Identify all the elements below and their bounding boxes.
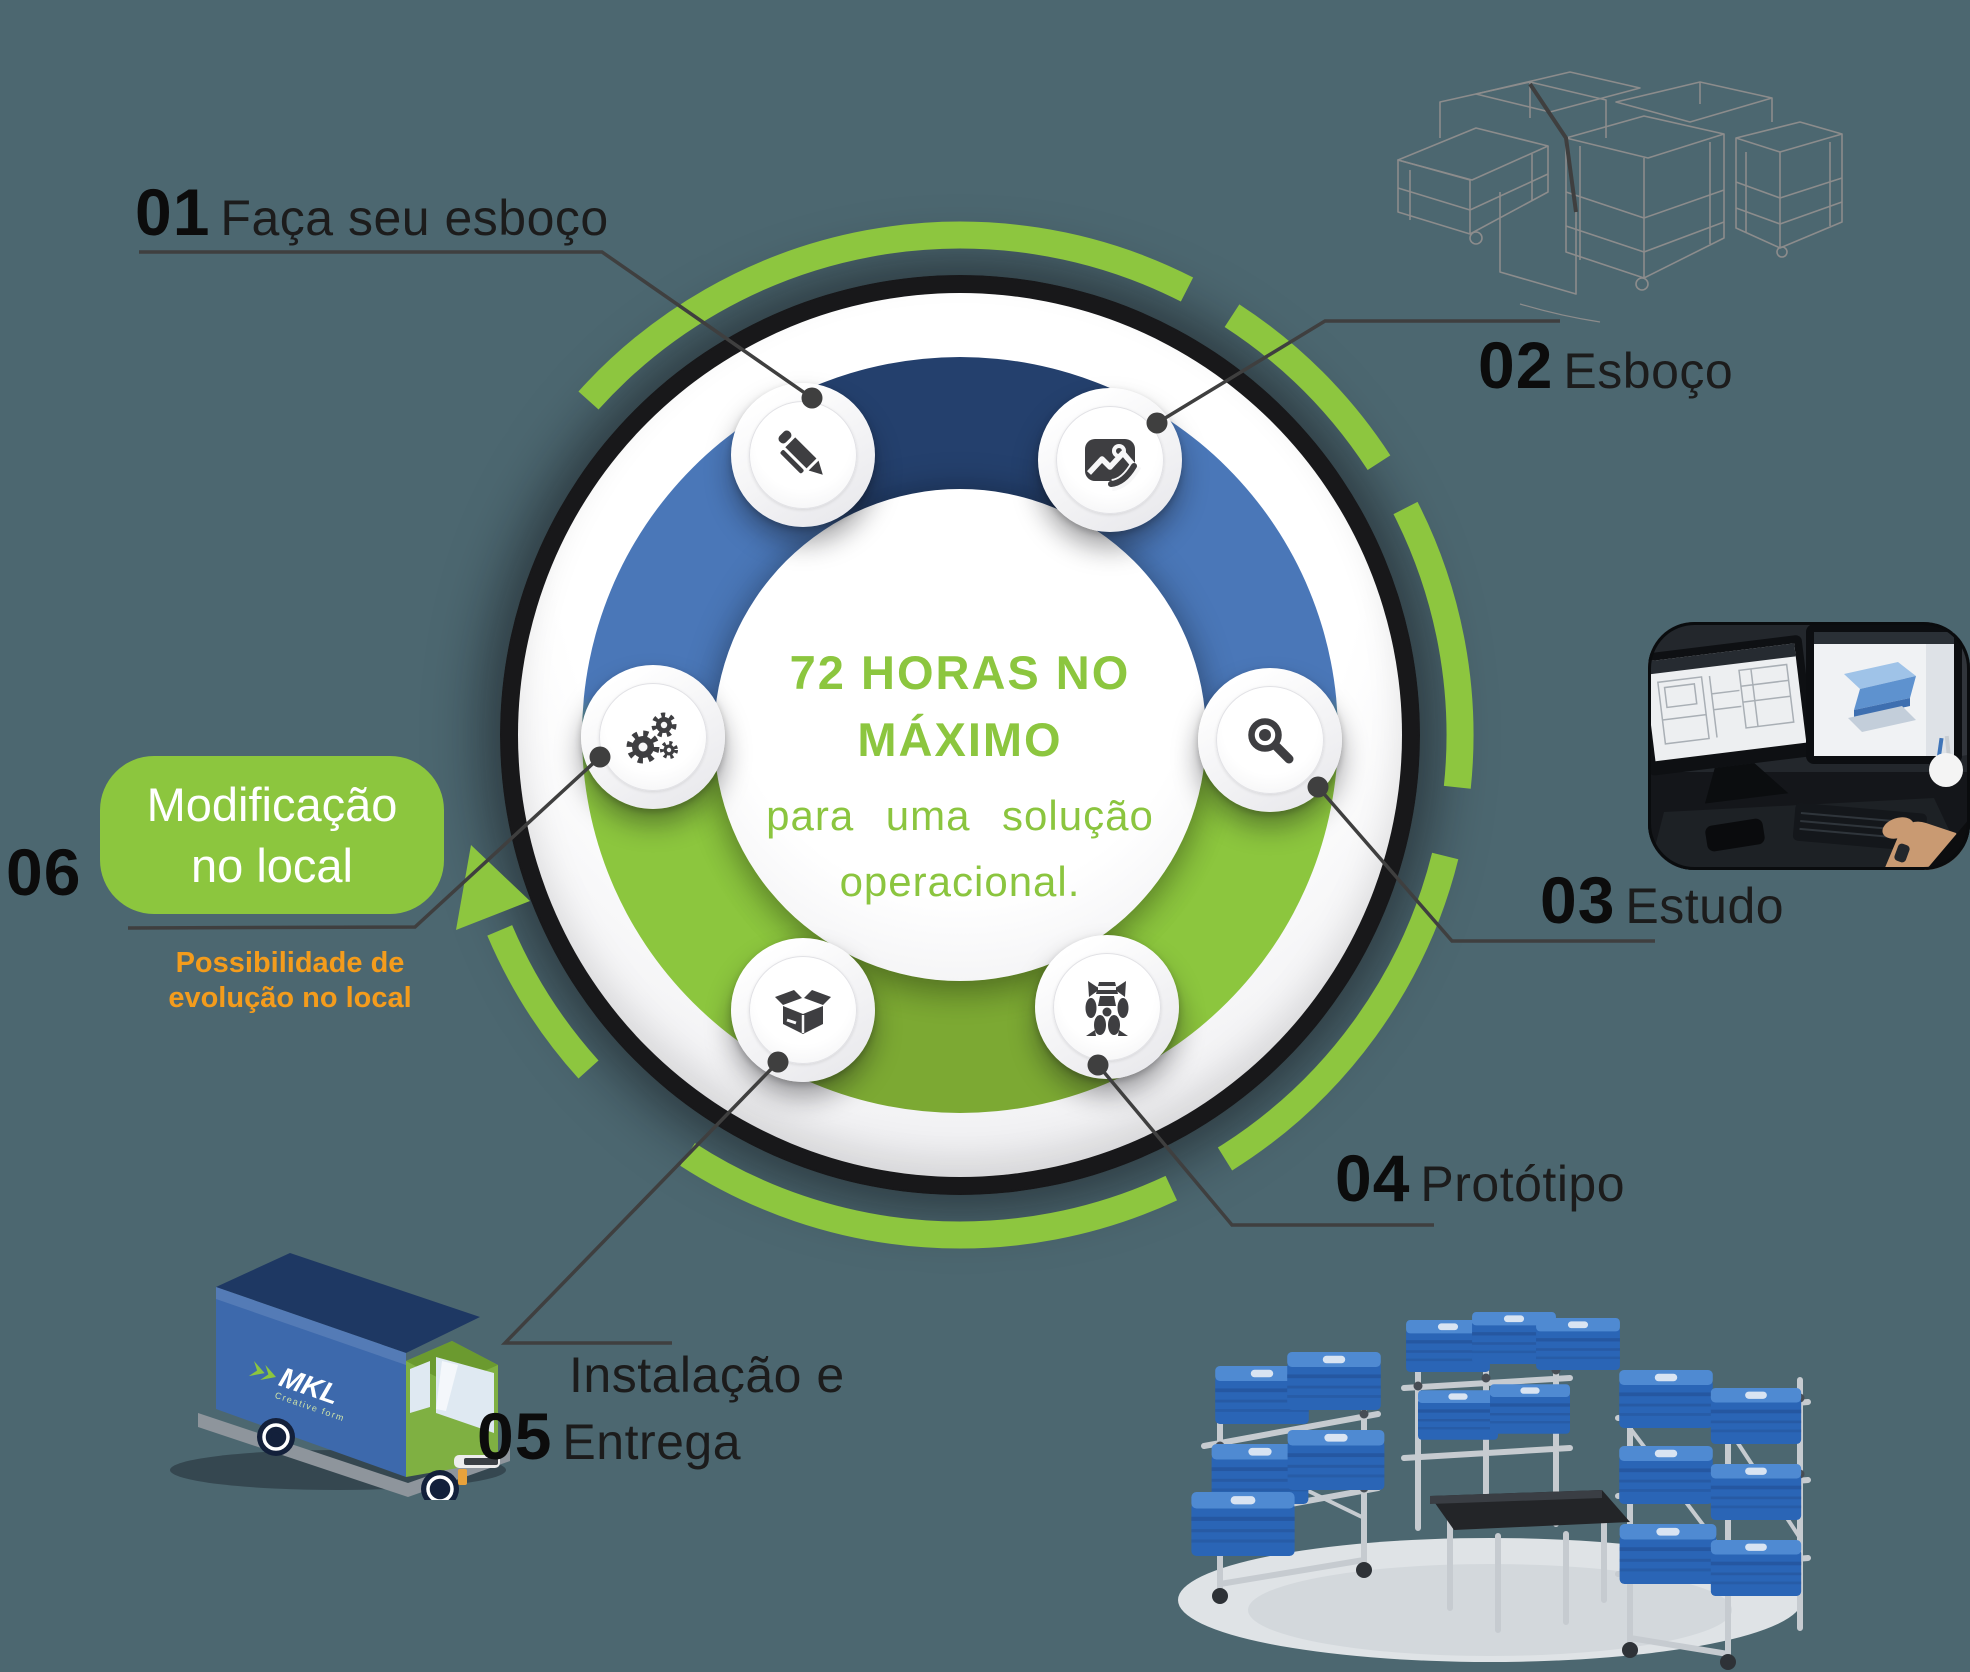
step-icon-magnifier bbox=[1198, 668, 1342, 812]
modification-badge: Modificação no local bbox=[100, 756, 444, 914]
sketch-wireframe-image bbox=[1380, 42, 1860, 342]
step-06-number: 06 bbox=[6, 835, 82, 909]
robot-icon bbox=[1085, 981, 1129, 1036]
cad-workstation-photo bbox=[1648, 622, 1970, 870]
evolution-note: Possibilidade de evolução no local bbox=[118, 946, 462, 1017]
step-text-line2: Entrega bbox=[562, 1414, 742, 1470]
image-icon bbox=[1085, 439, 1142, 491]
note-line1: Possibilidade de bbox=[175, 947, 405, 979]
step-number: 04 bbox=[1335, 1141, 1411, 1215]
step-text: Esboço bbox=[1563, 343, 1734, 399]
step-icon-image bbox=[1038, 388, 1182, 532]
step-text-line1: Instalação e bbox=[569, 1347, 845, 1403]
step-icon-pencil bbox=[731, 383, 875, 527]
box-icon bbox=[775, 990, 831, 1034]
pencil-icon bbox=[778, 430, 823, 475]
step-number: 02 bbox=[1478, 328, 1554, 402]
right-monitor bbox=[1806, 624, 1962, 764]
delivery-truck-illustration: MKL Creative form bbox=[158, 1165, 530, 1500]
step-04-label: 04 Protótipo bbox=[1335, 1140, 1625, 1216]
note-line2: evolução no local bbox=[168, 982, 412, 1015]
step-text: Protótipo bbox=[1420, 1156, 1626, 1212]
badge-line1: Modificação bbox=[146, 778, 398, 831]
center-heading-line1: 72 HORAS NO bbox=[789, 646, 1131, 699]
step-number: 03 bbox=[1540, 863, 1616, 937]
center-sub-line1: para uma solução bbox=[766, 792, 1154, 839]
step-03-label: 03 Estudo bbox=[1540, 862, 1784, 938]
step-02-label: 02 Esboço bbox=[1478, 327, 1733, 403]
step-text: Estudo bbox=[1625, 878, 1785, 934]
center-heading-line2: MÁXIMO bbox=[857, 713, 1063, 766]
step-number: 05 bbox=[477, 1399, 553, 1473]
step-icon-box bbox=[731, 938, 875, 1082]
badge-line2: no local bbox=[191, 839, 353, 892]
step-icon-robot bbox=[1035, 935, 1179, 1079]
gears-icon bbox=[626, 712, 678, 764]
left-monitor bbox=[1648, 635, 1816, 804]
step-icon-gears bbox=[581, 665, 725, 809]
step-05-label: Instalação e 05 Entrega bbox=[477, 1346, 845, 1474]
step-text: Faça seu esboço bbox=[220, 190, 609, 246]
step-number: 01 bbox=[135, 175, 211, 249]
center-circle bbox=[714, 489, 1206, 981]
magnifier-icon bbox=[1248, 718, 1294, 764]
rack-system-render bbox=[1168, 1278, 1813, 1672]
center-sub-line2: operacional. bbox=[839, 858, 1081, 905]
truck-wheels bbox=[257, 1418, 459, 1500]
step-01-label: 01 Faça seu esboço bbox=[135, 174, 609, 250]
